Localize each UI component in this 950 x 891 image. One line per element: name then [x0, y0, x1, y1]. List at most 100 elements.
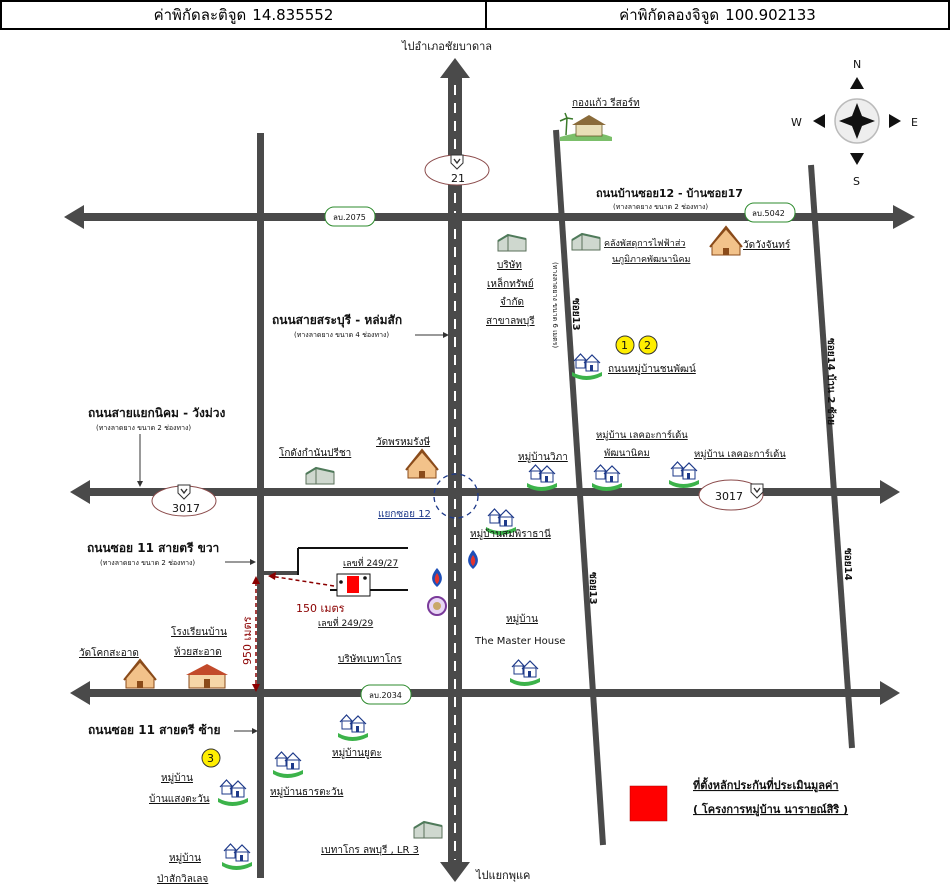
route-21-badge: 21: [424, 154, 490, 186]
kongkaew-resort-icon: [559, 112, 612, 141]
soi14-lower-label: ซอย14: [842, 548, 853, 581]
distance-arrows: 150 เมตร 950 เมตร: [241, 572, 345, 692]
legend-swatch: [629, 785, 668, 822]
marker-2: 2: [638, 335, 658, 355]
property-point-1: [339, 580, 343, 584]
kongkaew-resort-label: กองแก้ว รีสอร์ท: [572, 97, 640, 109]
soi14-upper-label: ซอย14 บ้าน 2 ซ้าย: [825, 338, 837, 425]
main-road-title: ถนนสายสระบุรี - หล่มสัก: [272, 313, 402, 328]
school-line2: ห้วยสะอาด: [174, 646, 222, 658]
wat-khok-icon: [123, 659, 157, 689]
village-tara-label: หมู่บ้านธารตะวัน: [270, 786, 344, 798]
north-road-west-arrow: [64, 205, 84, 229]
betagro-label: บริษัทเบทาโกร: [338, 652, 402, 665]
compass-rose: N S W E: [791, 58, 918, 188]
subject-property-marker: [347, 576, 359, 593]
village-pa-line2: ป่าสักวิลเลจ: [157, 874, 208, 885]
south-direction-label: ไปแยกพุแค: [475, 869, 530, 882]
village-lake-icon: [591, 464, 623, 492]
west-road-subtitle: (ทางลาดยาง ขนาด 2 ช่องทาง): [96, 424, 191, 432]
company-line3: จำกัด: [500, 297, 524, 308]
gas-station-1-icon: [432, 568, 442, 587]
soi14-road: [808, 164, 855, 749]
north-road-east-arrow: [893, 205, 915, 229]
soi13-upper-label: ซอย13: [570, 298, 581, 331]
egat-warehouse-icon: [571, 233, 601, 251]
resort-palm: [559, 112, 574, 136]
route-3017-right-text: 3017: [715, 490, 743, 503]
godown-icon: [305, 467, 335, 485]
north-road-subtitle: (ทางลาดยาง ขนาด 2 ช่องทาง): [613, 203, 708, 211]
distance-950-label: 950 เมตร: [241, 616, 254, 665]
village-pa-line1: หมู่บ้าน: [169, 852, 201, 864]
wat-wangchan-label: วัดวังจันทร์: [743, 239, 791, 251]
longitude-label: ค่าพิกัดลองจิจูด: [619, 6, 720, 24]
road-2034-west-arrow: [70, 681, 90, 705]
longitude-box: ค่าพิกัดลองจิจูด 100.902133: [487, 0, 950, 30]
latitude-label: ค่าพิกัดละติจูด: [153, 6, 247, 24]
property-parcel: [336, 573, 371, 597]
village-wipha-label: หมู่บ้านวิภา: [518, 451, 568, 463]
deed-2-label: เลขที่ 249/29: [318, 616, 373, 629]
village-lake2-label: หมู่บ้าน เลคอะการ์เด้น: [694, 448, 786, 460]
seal-icon: [427, 596, 447, 616]
distance-950-bottom-head: [252, 684, 260, 692]
soi11-spur: [264, 571, 298, 575]
compass-west-arrow: [813, 114, 825, 128]
marker-3-circle: [201, 748, 221, 768]
school-door: [204, 679, 210, 688]
village-pa-icon: [221, 843, 253, 871]
west-road-title: ถนนสายแยกนิคม - วังม่วง: [88, 406, 226, 420]
route-3017-right-oval: [698, 479, 764, 511]
main-road-subtitle: (ทางลาดยาง ขนาด 4 ช่องทาง): [294, 331, 389, 339]
legend-line1: ที่ตั้งหลักประกันที่ประเมินมูลค่า: [693, 777, 839, 793]
village-yuta-icon: [337, 714, 369, 742]
marker-1-circle: [615, 335, 635, 355]
compass-south-arrow: [850, 153, 864, 165]
wat-wangchan-icon: [709, 226, 743, 256]
village-wipha-icon: [526, 464, 558, 492]
school-icon: [186, 664, 228, 689]
road-2034: [88, 689, 883, 697]
resort-roof: [572, 115, 606, 125]
gas-station-2-icon: [468, 550, 478, 569]
egat-warehouse-line2: นภูมิภาคพัฒนานิคม: [612, 254, 690, 265]
route-21-text: 21: [451, 172, 465, 185]
marker-3-text: 3: [207, 752, 214, 765]
route-3017-left-text: 3017: [172, 502, 200, 515]
soi13-road: [553, 129, 606, 846]
village-saeng-line1: หมู่บ้าน: [161, 772, 193, 784]
marker-2-text: 2: [644, 339, 651, 352]
longitude-value: 100.902133: [725, 6, 816, 24]
compass-s: S: [853, 175, 860, 188]
soi13-lower-label: ซอย13: [587, 572, 598, 605]
marker-3: 3: [201, 748, 221, 768]
left-road: [257, 133, 264, 878]
north-road: [80, 213, 895, 221]
coordinate-header: ค่าพิกัดละติจูด 14.835552 ค่าพิกัดลองจิจ…: [0, 0, 950, 32]
soi11-left-title: ถนนซอย 11 สายตรี ซ้าย: [88, 723, 221, 737]
distance-150-arrow: [269, 575, 335, 587]
soi11-right-title: ถนนซอย 11 สายตรี ขวา: [87, 541, 219, 555]
village-lake2-icon: [668, 461, 700, 489]
village-lake-line1: หมู่บ้าน เลคอะการ์เด้น: [596, 429, 688, 441]
lb2034-text: ลบ.2034: [369, 691, 402, 700]
soi13-subtitle: (ทางลาดยาง ขนาด 6 เมตร): [551, 262, 559, 348]
lb5042-text: ลบ.5042: [752, 209, 785, 218]
wat-phrom-icon: [405, 449, 439, 479]
village-lake-line2: พัฒนานิคม: [604, 448, 650, 459]
seal-inner: [433, 602, 441, 610]
company-warehouse-icon: [497, 234, 527, 252]
village-12-icon: [571, 353, 603, 381]
road-3017-east-arrow: [880, 480, 900, 504]
village-sam-label: หมู่บ้านสมพิราธานี: [470, 528, 551, 540]
compass-north-arrow: [850, 77, 864, 89]
master-line1: หมู่บ้าน: [506, 613, 538, 625]
lb5042-badge: ลบ.5042: [744, 202, 796, 223]
south-arrow: [440, 862, 470, 882]
lb5042-pill: [744, 202, 796, 223]
village-yuta-label: หมู่บ้านยูตะ: [332, 747, 382, 759]
company-line2: เหล็กทรัพย์: [487, 276, 534, 290]
lb2075-text: ลบ.2075: [333, 213, 366, 222]
